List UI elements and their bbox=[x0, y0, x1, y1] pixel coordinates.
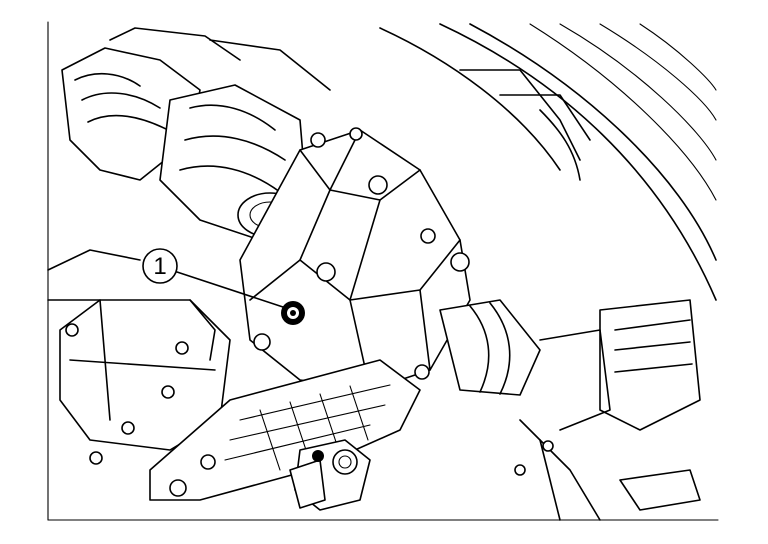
transfer-case-body bbox=[239, 127, 541, 396]
drain-plug bbox=[281, 301, 305, 325]
border-lines bbox=[47, 21, 719, 521]
lower-left-housing bbox=[47, 249, 231, 465]
wheel-arcs bbox=[379, 23, 717, 301]
right-side-components bbox=[459, 69, 701, 521]
cross-member bbox=[149, 359, 421, 501]
callout-number: 1 bbox=[153, 253, 166, 280]
callout-1: 1 bbox=[142, 248, 287, 309]
bottom-mount bbox=[289, 439, 371, 511]
callout-circle bbox=[142, 248, 178, 284]
callout-leader-line bbox=[176, 271, 287, 309]
